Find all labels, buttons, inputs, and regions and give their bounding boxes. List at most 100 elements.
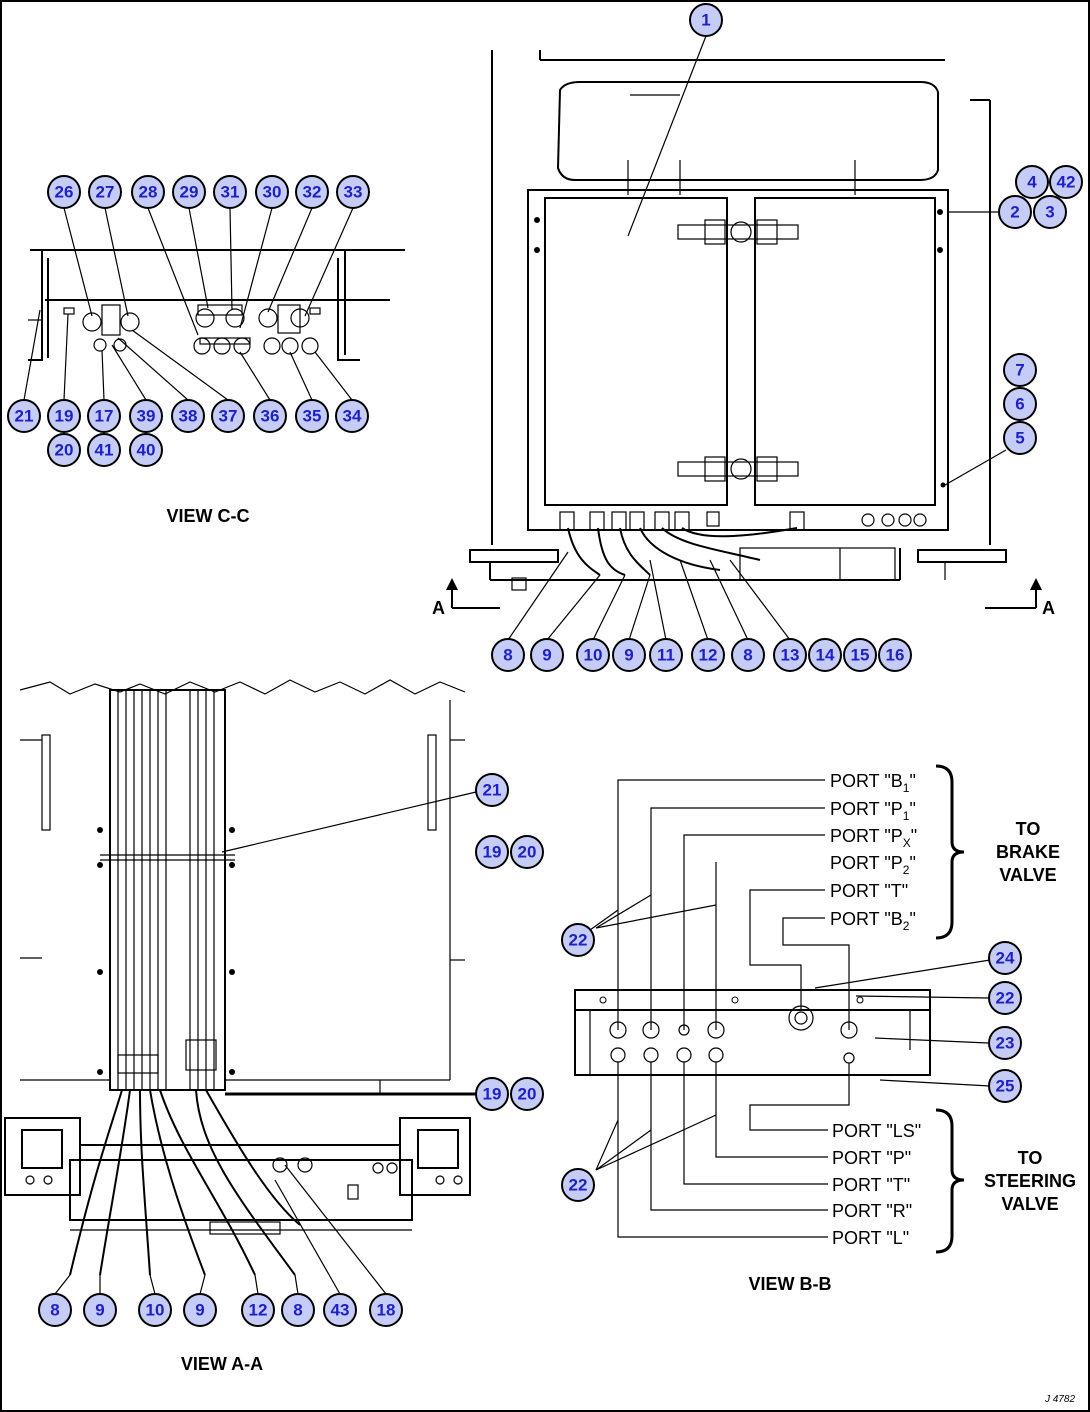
svg-text:6: 6 (1015, 395, 1024, 414)
callout: 16 (878, 638, 912, 672)
callout: 9 (612, 638, 646, 672)
callout: 23 (988, 1026, 1022, 1060)
svg-text:29: 29 (180, 183, 199, 202)
callout: 40 (129, 433, 163, 467)
callout: 29 (172, 175, 206, 209)
svg-text:26: 26 (55, 183, 74, 202)
brake-port-label: PORT "P1" (830, 799, 916, 823)
svg-text:40: 40 (137, 441, 156, 460)
view-b-b: VIEW B-B (574, 764, 991, 1294)
svg-text:43: 43 (331, 1301, 350, 1320)
callout: 21 (475, 773, 509, 807)
callout: 39 (129, 399, 163, 433)
svg-text:34: 34 (343, 407, 362, 426)
svg-text:12: 12 (699, 646, 718, 665)
svg-text:VALVE: VALVE (999, 865, 1056, 885)
svg-text:7: 7 (1015, 361, 1024, 380)
svg-text:37: 37 (219, 407, 238, 426)
svg-text:39: 39 (137, 407, 156, 426)
callout: 20 (510, 1077, 544, 1111)
svg-text:33: 33 (344, 183, 363, 202)
svg-text:16: 16 (886, 646, 905, 665)
manifold-plate (574, 989, 931, 1076)
view-c-title: VIEW C-C (167, 506, 250, 526)
svg-text:STEERING: STEERING (984, 1171, 1076, 1191)
svg-text:30: 30 (263, 183, 282, 202)
brake-port-label: PORT "B2" (830, 909, 916, 933)
steering-port-label: PORT "P" (832, 1148, 911, 1168)
callout: 22 (561, 923, 595, 957)
steering-port-label: PORT "R" (832, 1201, 912, 1221)
svg-text:10: 10 (146, 1301, 165, 1320)
brake-valve-group-label: TO BRAKE VALVE (996, 819, 1060, 885)
svg-text:15: 15 (851, 646, 870, 665)
svg-text:11: 11 (657, 646, 675, 665)
svg-text:9: 9 (95, 1301, 104, 1320)
callout: 43 (323, 1293, 357, 1327)
svg-text:23: 23 (996, 1034, 1015, 1053)
callout: 22 (561, 1168, 595, 1202)
svg-text:19: 19 (55, 407, 74, 426)
svg-text:8: 8 (503, 646, 512, 665)
svg-text:22: 22 (569, 1176, 588, 1195)
callout: 6 (1003, 387, 1037, 421)
callout: 8 (491, 638, 525, 672)
brake-port-label: PORT "PX" (830, 826, 917, 850)
callout: 35 (295, 399, 329, 433)
callout: 18 (369, 1293, 403, 1327)
callout: 38 (171, 399, 205, 433)
svg-text:BRAKE: BRAKE (996, 842, 1060, 862)
callout: 42 (1049, 165, 1083, 199)
callout: 10 (576, 638, 610, 672)
left-panel (544, 197, 728, 506)
right-panel (754, 197, 936, 506)
callout: 8 (38, 1293, 72, 1327)
svg-text:9: 9 (624, 646, 633, 665)
callout: 2 (998, 195, 1032, 229)
svg-text:14: 14 (816, 646, 835, 665)
view-c-c: VIEW C-C (23, 207, 405, 526)
brake-port-label: PORT "P2" (830, 853, 916, 877)
steering-port-label: PORT "T" (832, 1175, 910, 1195)
callout: 12 (691, 638, 725, 672)
svg-text:20: 20 (55, 441, 74, 460)
svg-text:21: 21 (15, 407, 34, 426)
svg-text:32: 32 (303, 183, 322, 202)
callout: 36 (253, 399, 287, 433)
callout: 14 (808, 638, 842, 672)
steering-port-label: PORT "L" (832, 1228, 909, 1248)
view-a-a: VIEW A-A (4, 679, 477, 1374)
svg-text:20: 20 (518, 843, 537, 862)
svg-text:8: 8 (50, 1301, 59, 1320)
svg-text:22: 22 (569, 931, 588, 950)
svg-text:TO: TO (1016, 819, 1041, 839)
callout: 17 (87, 399, 121, 433)
callout: 31 (213, 175, 247, 209)
svg-text:31: 31 (221, 183, 240, 202)
svg-text:3: 3 (1045, 203, 1054, 222)
callout: 20 (510, 835, 544, 869)
view-a-title: VIEW A-A (181, 1354, 263, 1374)
steering-port-labels: PORT "LS" PORT "P" PORT "T" PORT "R" POR… (832, 1121, 921, 1248)
svg-text:38: 38 (179, 407, 198, 426)
callout: 28 (131, 175, 165, 209)
callout: 12 (241, 1293, 275, 1327)
brake-port-label: PORT "B1" (830, 771, 916, 795)
svg-text:20: 20 (518, 1085, 537, 1104)
callout: 26 (47, 175, 81, 209)
callout: 27 (88, 175, 122, 209)
callout: 34 (335, 399, 369, 433)
svg-text:27: 27 (96, 183, 115, 202)
callout: 9 (183, 1293, 217, 1327)
callout: 32 (295, 175, 329, 209)
svg-text:22: 22 (996, 989, 1015, 1008)
hose-bundle-outline (109, 689, 226, 1091)
callout: 20 (47, 433, 81, 467)
steering-valve-group-label: TO STEERING VALVE (984, 1148, 1076, 1214)
svg-text:41: 41 (95, 441, 114, 460)
svg-text:36: 36 (261, 407, 280, 426)
svg-text:2: 2 (1010, 203, 1019, 222)
callout: 15 (843, 638, 877, 672)
drawing-code: J 4782 (1044, 1394, 1075, 1405)
svg-text:18: 18 (377, 1301, 396, 1320)
